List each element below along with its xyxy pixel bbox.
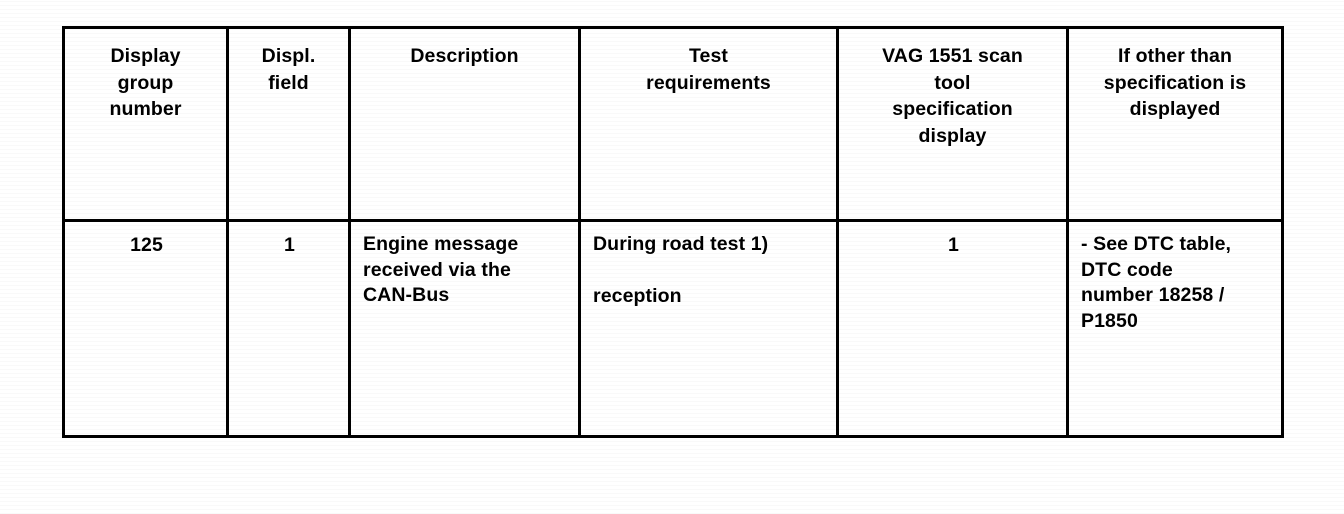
test-requirement-line: reception: [593, 284, 682, 307]
table-header-row: Display group number Displ. field Descri…: [62, 26, 1284, 222]
column-header-description-text: Description: [351, 29, 578, 70]
if-other-line: P1850: [1081, 310, 1138, 333]
column-header-displ-field: Displ. field: [226, 26, 351, 222]
header-line: Test: [688, 45, 729, 67]
column-header-test-requirements-text: Test requirements: [581, 29, 836, 96]
value-if-other-than-spec: - See DTC table, DTC code number 18258 /…: [1069, 222, 1281, 335]
column-header-display-group-number: Display group number: [62, 26, 229, 222]
cell-if-other-than-spec: - See DTC table, DTC code number 18258 /…: [1066, 219, 1284, 438]
header-line: displayed: [1129, 98, 1221, 121]
value-test-requirements: During road test 1) reception: [581, 222, 836, 309]
value-vag-spec-display: 1: [948, 234, 959, 256]
cell-vag-spec-display: 1: [836, 219, 1069, 438]
header-line: number: [109, 98, 182, 121]
header-line: field: [268, 71, 309, 94]
header-line: group: [117, 71, 174, 94]
header-line: Display: [110, 45, 181, 67]
value-description: Engine message received via the CAN-Bus: [351, 222, 578, 309]
header-line: tool: [934, 71, 971, 94]
column-header-test-requirements: Test requirements: [578, 26, 839, 222]
description-line: CAN-Bus: [363, 284, 450, 307]
specification-table: Display group number Displ. field Descri…: [62, 26, 1284, 438]
header-line: display: [918, 124, 987, 147]
cell-display-group-number: 125: [62, 219, 229, 438]
cell-test-requirements: During road test 1) reception: [578, 219, 839, 438]
header-line: If other than: [1118, 45, 1232, 67]
if-other-line: - See DTC table,: [1081, 233, 1232, 255]
if-other-line: number 18258 /: [1081, 284, 1225, 307]
cell-description: Engine message received via the CAN-Bus: [348, 219, 581, 438]
header-line: requirements: [646, 71, 771, 94]
column-header-description: Description: [348, 26, 581, 222]
column-header-if-other-than-spec: If other than specification is displayed: [1066, 26, 1284, 222]
header-line: specification: [892, 98, 1013, 121]
column-header-if-other-than-spec-text: If other than specification is displayed: [1069, 29, 1281, 123]
header-line: Description: [410, 45, 519, 67]
column-header-display-group-number-text: Display group number: [65, 29, 226, 123]
column-header-displ-field-text: Displ. field: [229, 29, 348, 96]
header-line: Displ.: [261, 45, 316, 67]
if-other-line: DTC code: [1081, 258, 1173, 281]
description-line: Engine message: [363, 233, 519, 255]
cell-displ-field: 1: [226, 219, 351, 438]
header-line: specification is: [1103, 71, 1247, 94]
column-header-vag-spec-display: VAG 1551 scan tool specification display: [836, 26, 1069, 222]
test-requirement-line: During road test 1): [593, 233, 769, 255]
header-line: VAG 1551 scan: [882, 45, 1023, 67]
value-display-group-number: 125: [130, 234, 163, 256]
column-header-vag-spec-display-text: VAG 1551 scan tool specification display: [839, 29, 1066, 149]
table-row: 125 1 Engine message received via the CA…: [62, 219, 1284, 438]
description-line: received via the: [363, 258, 511, 281]
value-displ-field: 1: [284, 234, 295, 256]
